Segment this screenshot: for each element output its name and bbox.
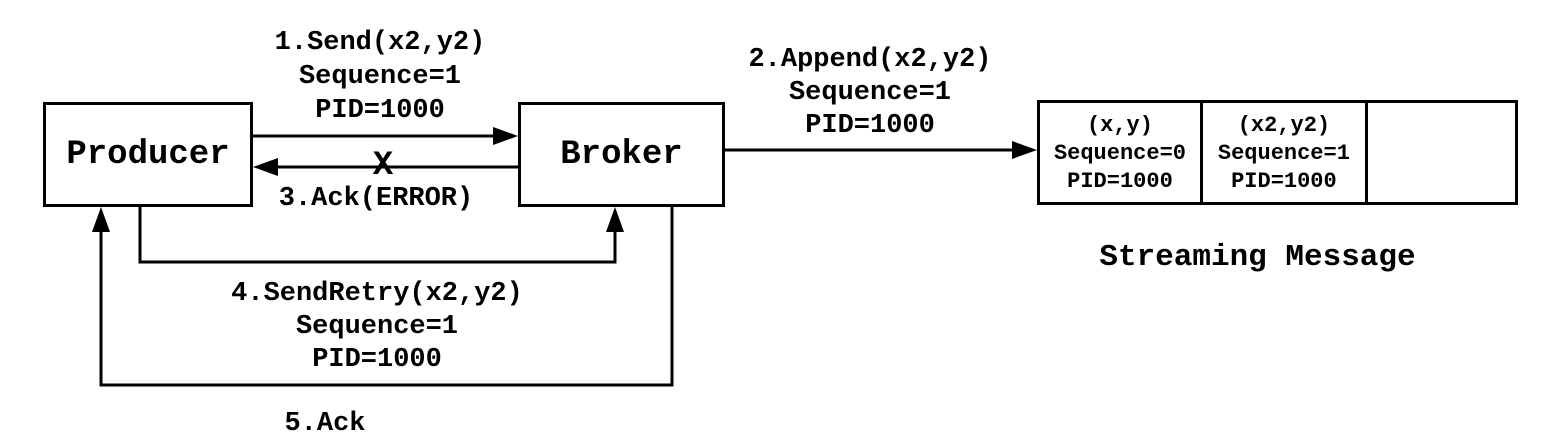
producer-label: Producer: [66, 135, 230, 174]
queue-slot: (x2,y2) Sequence=1 PID=1000: [1199, 103, 1365, 202]
queue-slot: [1364, 103, 1515, 202]
send-retry-message-label: 4.SendRetry(x2,y2) Sequence=1 PID=1000: [231, 279, 523, 375]
streaming-message-caption: Streaming Message: [1099, 240, 1416, 275]
arrow-send-retry-arrowhead: [606, 207, 624, 232]
arrow-send-retry-line: [138, 207, 617, 264]
arrow-ack-line: [99, 207, 674, 387]
producer-node: Producer: [43, 102, 253, 207]
queue-slot: (x,y) Sequence=0 PID=1000: [1053, 112, 1186, 194]
broker-node: Broker: [518, 102, 725, 207]
arrow-send-arrowhead: [493, 127, 518, 145]
failure-x-mark: X: [372, 147, 394, 185]
ack-error-message-label: 3.Ack(ERROR): [278, 184, 474, 214]
arrow-ack-arrowhead: [92, 207, 110, 232]
arrow-ack-error-arrowhead: [253, 158, 278, 176]
arrow-append-arrowhead: [1012, 141, 1037, 159]
ack-message-label: 5.Ack: [284, 409, 366, 439]
streaming-message-queue: (x,y) Sequence=0 PID=1000 (x2,y2) Sequen…: [1037, 100, 1518, 205]
append-message-label: 2.Append(x2,y2) Sequence=1 PID=1000: [748, 45, 992, 141]
send-message-label: 1.Send(x2,y2) Sequence=1 PID=1000: [274, 28, 486, 126]
broker-label: Broker: [560, 135, 683, 174]
